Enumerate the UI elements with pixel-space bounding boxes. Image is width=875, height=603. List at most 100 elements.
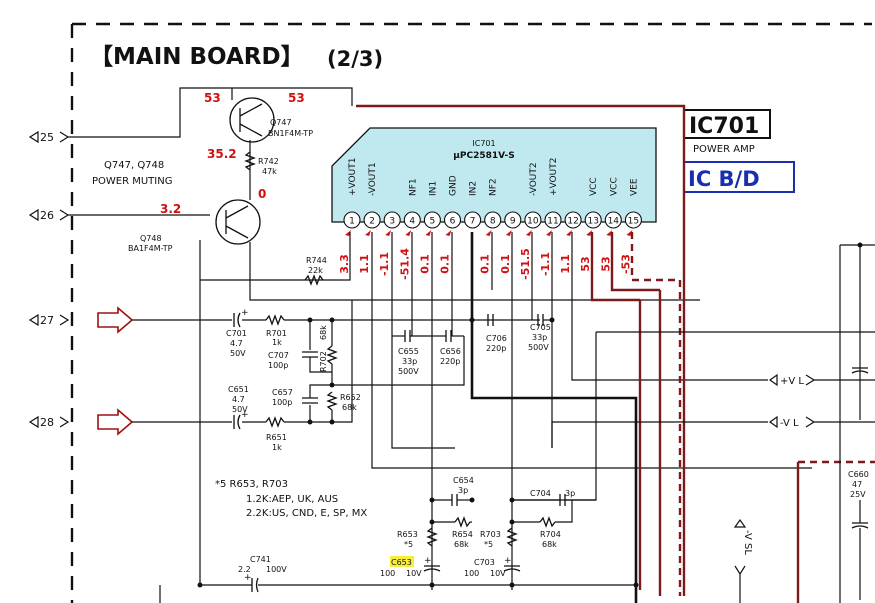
- c651-v1: 4.7: [232, 395, 245, 404]
- ic-pin-name: GND: [449, 175, 459, 196]
- pin-voltage-arrow: [405, 230, 412, 236]
- ic-pin-number: 11: [547, 217, 558, 227]
- svg-text:+: +: [504, 556, 512, 566]
- capacitor-c651: [233, 414, 241, 430]
- pin-voltage-arrow: [566, 230, 573, 236]
- c701-v1: 4.7: [230, 339, 243, 348]
- pin-voltage: 0.1: [479, 254, 492, 274]
- c741-v1: 2.2: [238, 565, 251, 574]
- pin-voltage: 3.3: [338, 254, 351, 274]
- transistor-q748: [215, 199, 261, 245]
- c703-v1: 100: [464, 569, 479, 578]
- c741-ref: C741: [250, 555, 271, 564]
- pin-voltage: -1.1: [378, 252, 391, 276]
- wire-25: [68, 87, 353, 138]
- pin-voltage: 0.1: [439, 254, 452, 274]
- c657-value: 100p: [272, 398, 292, 407]
- r654-ref: R654: [452, 530, 473, 539]
- ic-pin-name: VCC: [589, 177, 599, 196]
- ic-pin-number: 5: [430, 217, 436, 227]
- pin-voltage: 53: [579, 256, 592, 271]
- c660-v1: 47: [852, 480, 862, 489]
- c705-v2: 500V: [528, 343, 549, 352]
- capacitor-c657: [302, 397, 318, 404]
- r654-value: 68k: [454, 540, 469, 549]
- r701-value: 1k: [272, 338, 282, 347]
- r701-ref: R701: [266, 329, 287, 338]
- c653-v1: 100: [380, 569, 395, 578]
- c656-ref: C656: [440, 347, 461, 356]
- capacitor-c706: [487, 314, 494, 326]
- pin-voltage-arrow: [425, 230, 432, 236]
- q748-ref: Q748: [140, 234, 162, 243]
- c653-v2: 10V: [406, 569, 422, 578]
- c651-v2: 50V: [232, 405, 248, 414]
- pin-voltage: 0.1: [499, 254, 512, 274]
- input-arrow-27: [97, 306, 134, 334]
- ic-pin-6: [443, 211, 462, 229]
- ic-pin-7: [464, 211, 482, 229]
- svg-text:+: +: [244, 573, 252, 583]
- c655-v1: 33p: [402, 357, 417, 366]
- r744-value: 22k: [308, 266, 323, 275]
- capacitor-c655: [404, 330, 411, 342]
- capacitor-c654: [451, 494, 458, 506]
- r742-ref: R742: [258, 157, 279, 166]
- ic-bd-box: [683, 161, 795, 193]
- ic-pin-number: 10: [527, 217, 539, 227]
- muting-label-1: Q747, Q748: [104, 160, 164, 171]
- resistor-r654: [454, 516, 471, 528]
- c701-v2: 50V: [230, 349, 246, 358]
- resistor-r702: [326, 345, 338, 365]
- pin-voltage: 1.1: [559, 254, 572, 274]
- c657-ref: C657: [272, 388, 293, 397]
- c741-v2: 100V: [266, 565, 287, 574]
- ic-pin-5: [423, 211, 441, 229]
- pin-voltage-arrow: [546, 230, 552, 236]
- ic701-ref: IC701: [472, 139, 495, 148]
- c701-ref: C701: [226, 329, 247, 338]
- r703-note: *5: [484, 540, 493, 549]
- r651-ref: R651: [266, 433, 287, 442]
- note-line-3: 2.2K:US, CND, E, SP, MX: [246, 508, 367, 519]
- svg-text:+: +: [241, 410, 249, 420]
- svg-text:25: 25: [40, 131, 54, 144]
- c706-ref: C706: [486, 334, 507, 343]
- pin-voltage-arrow: [505, 230, 512, 236]
- ic-pin-number: 2: [369, 217, 375, 227]
- q748-v-base: 3.2: [160, 202, 181, 216]
- pin-voltage: 0.1: [418, 254, 431, 274]
- pin-voltage: 53: [599, 256, 612, 271]
- q747-ref: Q747: [270, 118, 292, 127]
- input-arrow-28: [97, 408, 134, 436]
- ic-pin-11: [544, 211, 562, 229]
- ic-pin-name: +VOUT1: [348, 158, 358, 196]
- ic-pin-number: 8: [490, 217, 496, 227]
- ic-pin-name: IN1: [428, 181, 438, 196]
- board-frame: [70, 22, 872, 603]
- svg-text:27: 27: [40, 314, 54, 327]
- resistor-r651: [265, 416, 285, 428]
- resistor-r742: [244, 151, 256, 171]
- pin-voltage: -53: [619, 254, 632, 274]
- ic-pin-number: 3: [389, 217, 395, 227]
- q747-v-emitter: 53: [204, 91, 221, 105]
- ic-pin-number: 1: [349, 217, 355, 227]
- ic-pin-10: [524, 211, 542, 229]
- ic-pin-3: [383, 211, 401, 229]
- ic-pin-number: 12: [567, 217, 578, 227]
- c654-value: 3p: [458, 486, 468, 495]
- ic-pin-number: 4: [409, 217, 415, 227]
- ic-pin-name: NF1: [408, 178, 418, 196]
- c703-v2: 10V: [490, 569, 506, 578]
- c705-ref: C705: [530, 323, 551, 332]
- capacitor-c653: [423, 565, 441, 572]
- pin-voltage: 1.1: [358, 254, 371, 274]
- r703-ref: R703: [480, 530, 501, 539]
- resistor-r744: [304, 274, 324, 286]
- ic-pin-number: 9: [510, 217, 516, 227]
- r704-value: 68k: [542, 540, 557, 549]
- ic-pin-1: [343, 211, 361, 229]
